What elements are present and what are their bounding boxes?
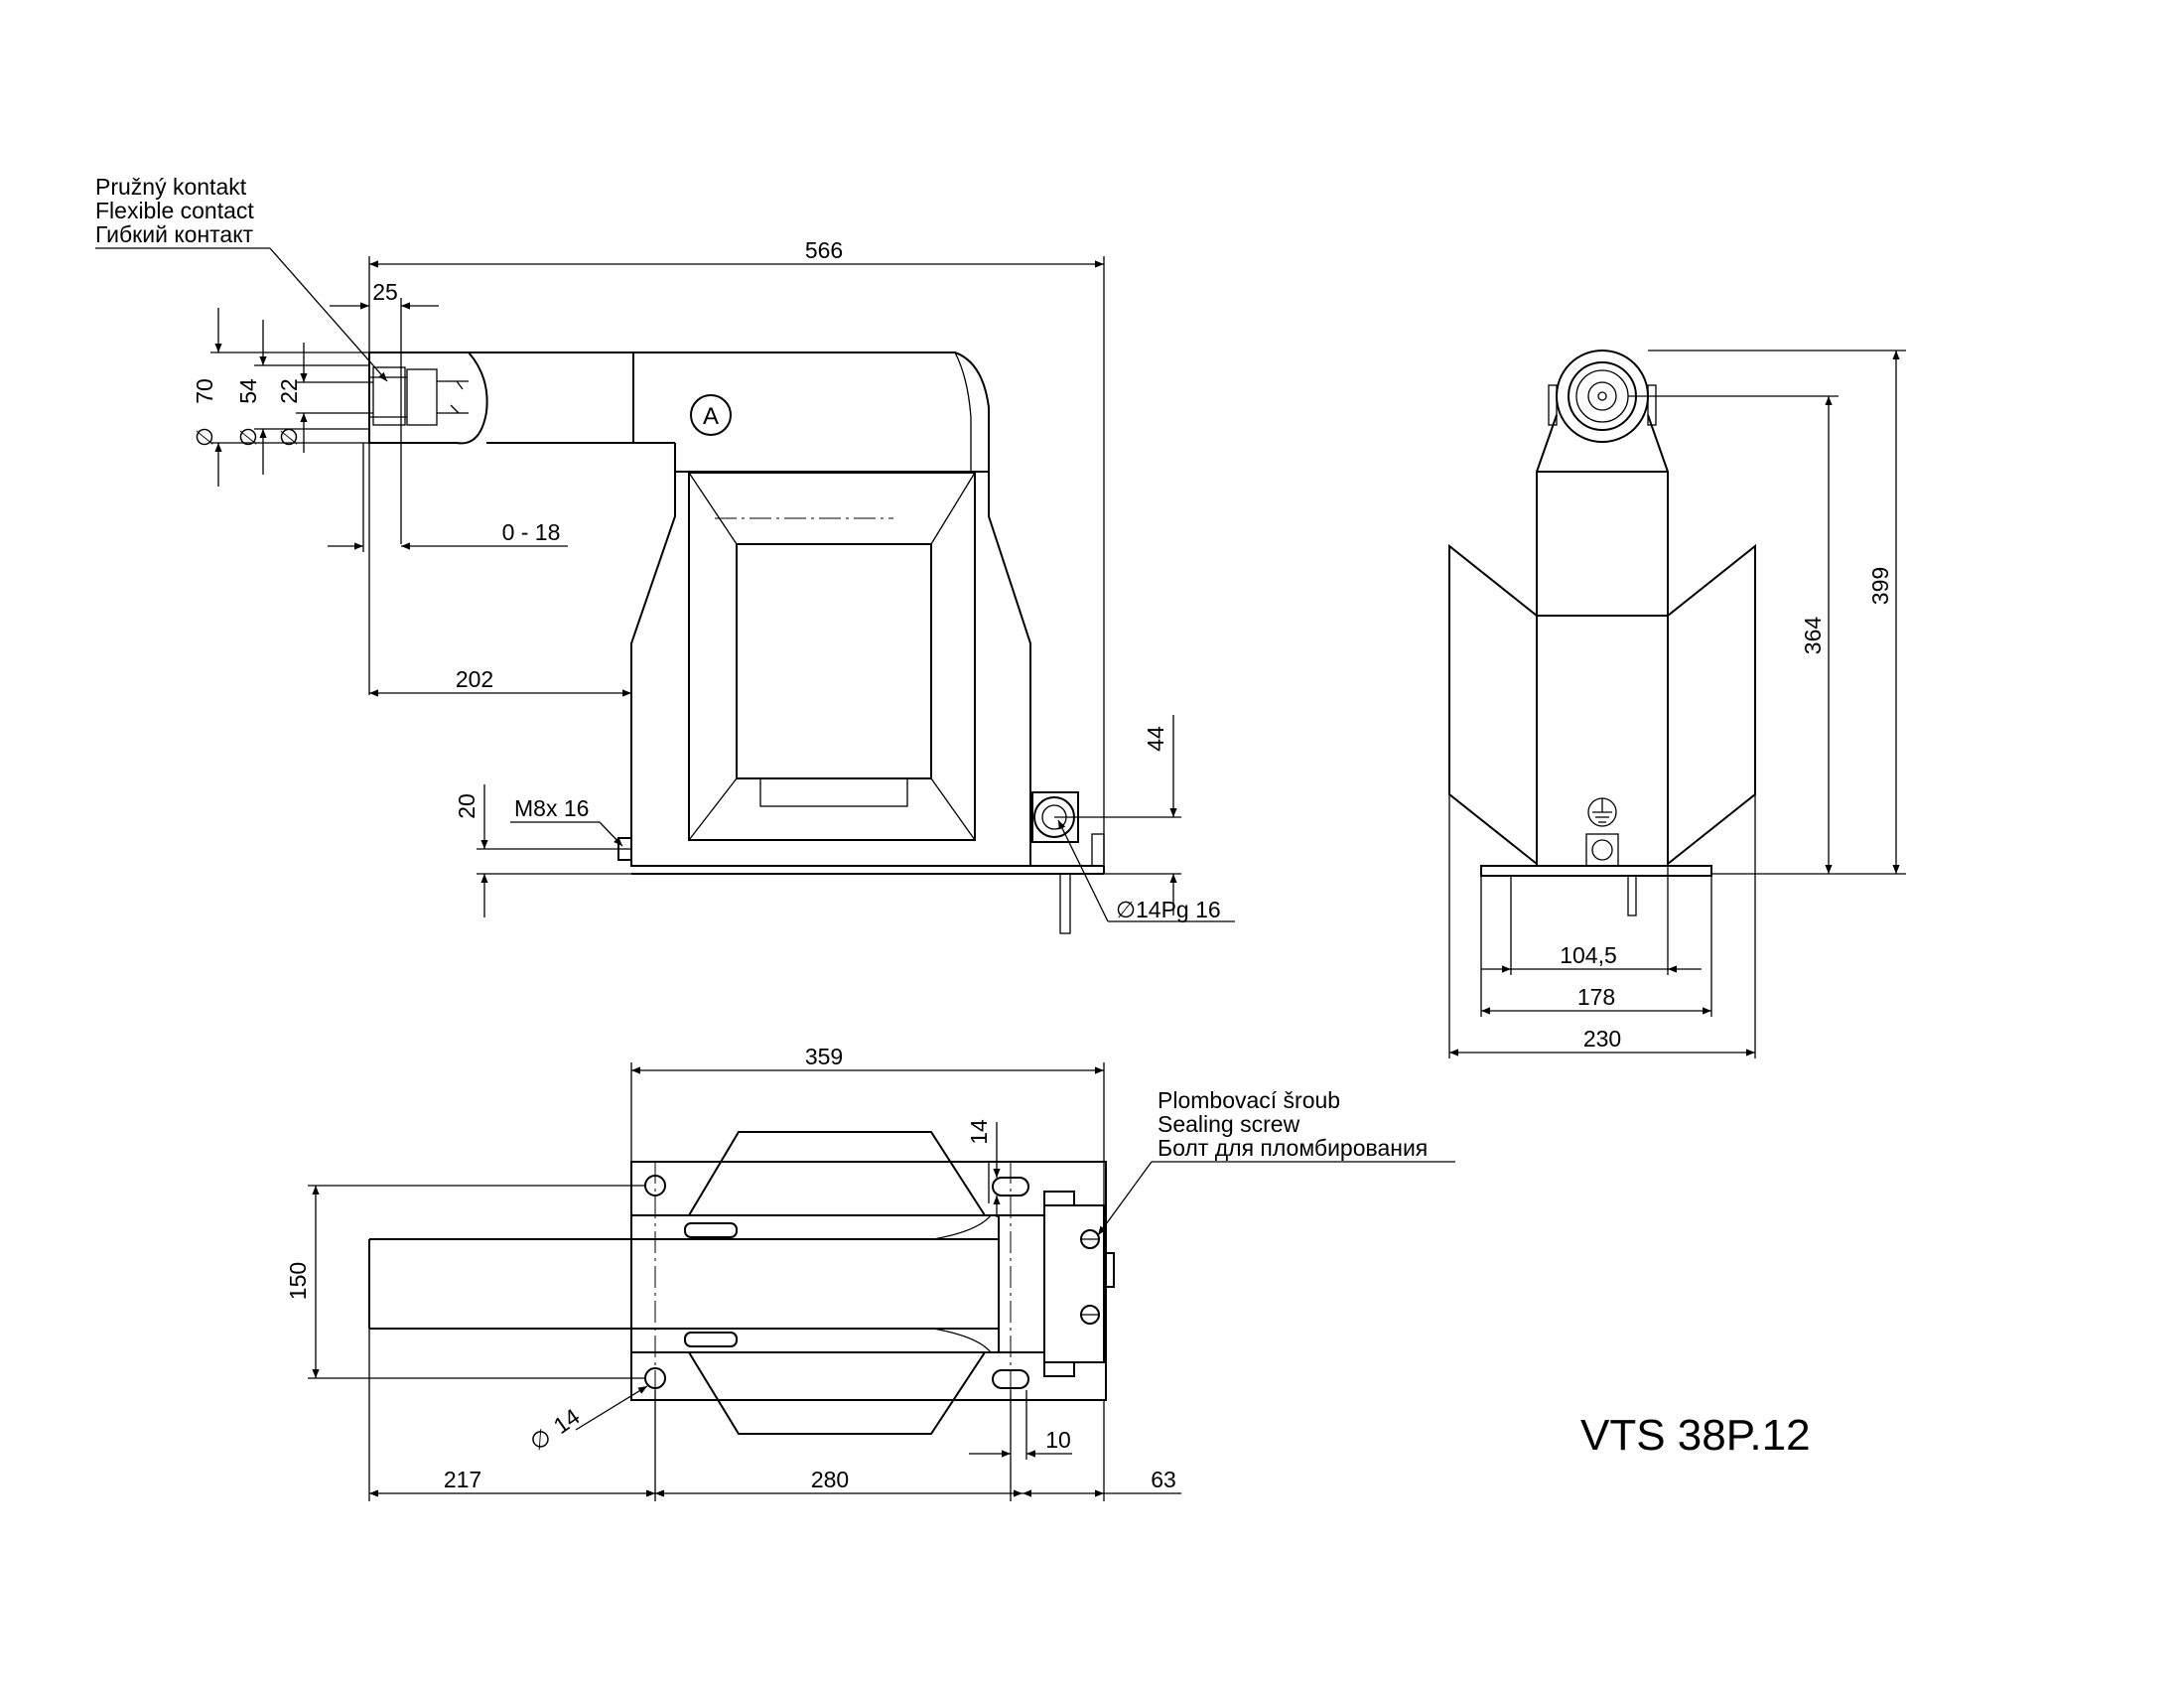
note-sealing-screw-cz: Plombovací šroub <box>1158 1087 1340 1113</box>
dim-top-280: 280 <box>811 1467 849 1492</box>
dim-base-length: 359 <box>805 1044 843 1069</box>
note-flexible-contact-cz: Pružný kontakt <box>95 174 247 200</box>
note-sealing-screw-ru: Болт для пломбирования <box>1158 1135 1428 1161</box>
dim-dia-symbol: ∅ <box>525 1423 556 1456</box>
dim-bolt-height: 20 <box>454 793 479 819</box>
dim-overall-length: 566 <box>805 237 843 263</box>
dim-terminal-height: 44 <box>1143 726 1168 752</box>
drawing-title: VTS 38P.12 <box>1580 1411 1811 1460</box>
dim-side-104: 104,5 <box>1560 942 1617 968</box>
dim-dia-54: 54 <box>235 378 261 404</box>
dim-top-217: 217 <box>444 1467 481 1492</box>
side-view <box>1448 350 1756 916</box>
dim-contact-travel: 0 - 18 <box>502 519 561 545</box>
dim-side-230: 230 <box>1583 1026 1621 1052</box>
dim-dia-symbol: ∅ <box>1116 897 1136 922</box>
front-view: A <box>368 352 1105 934</box>
top-view-dimensions: 359 14 150 ∅ 14 Plombovací šroub Sealing… <box>285 1044 1455 1501</box>
note-flexible-contact-ru: Гибкий контакт <box>95 221 254 247</box>
dim-bolt-thread: M8x 16 <box>514 795 589 821</box>
side-view-dimensions: 399 364 104,5 178 230 <box>1448 350 1906 1058</box>
dim-side-total-height: 399 <box>1867 567 1893 605</box>
dim-cable-gland: 14Pg 16 <box>1136 897 1221 922</box>
dim-contact-offset: 25 <box>372 279 398 305</box>
dim-dia-symbol: ∅ <box>235 427 261 447</box>
front-view-dimensions: 566 25 ∅ 70 ∅ 54 ∅ 22 Pružný kont <box>95 174 1235 922</box>
dim-hole-dia: 14 <box>549 1403 585 1439</box>
dim-slot-14: 14 <box>966 1119 992 1145</box>
dim-dia-symbol: ∅ <box>192 427 217 447</box>
dim-base-width: 150 <box>285 1262 311 1300</box>
dim-dia-22: 22 <box>276 378 302 404</box>
dim-dia-symbol: ∅ <box>276 427 302 447</box>
dim-top-63: 63 <box>1151 1467 1176 1492</box>
dim-side-axis-height: 364 <box>1800 617 1826 655</box>
dim-side-178: 178 <box>1577 984 1615 1010</box>
note-flexible-contact-en: Flexible contact <box>95 198 254 223</box>
terminal-marker-a: A <box>703 403 719 430</box>
dim-dia-70: 70 <box>192 378 217 404</box>
dim-body-offset: 202 <box>456 666 493 692</box>
top-view <box>368 1131 1115 1435</box>
note-sealing-screw-en: Sealing screw <box>1158 1111 1300 1137</box>
dim-slot-10: 10 <box>1045 1427 1071 1453</box>
